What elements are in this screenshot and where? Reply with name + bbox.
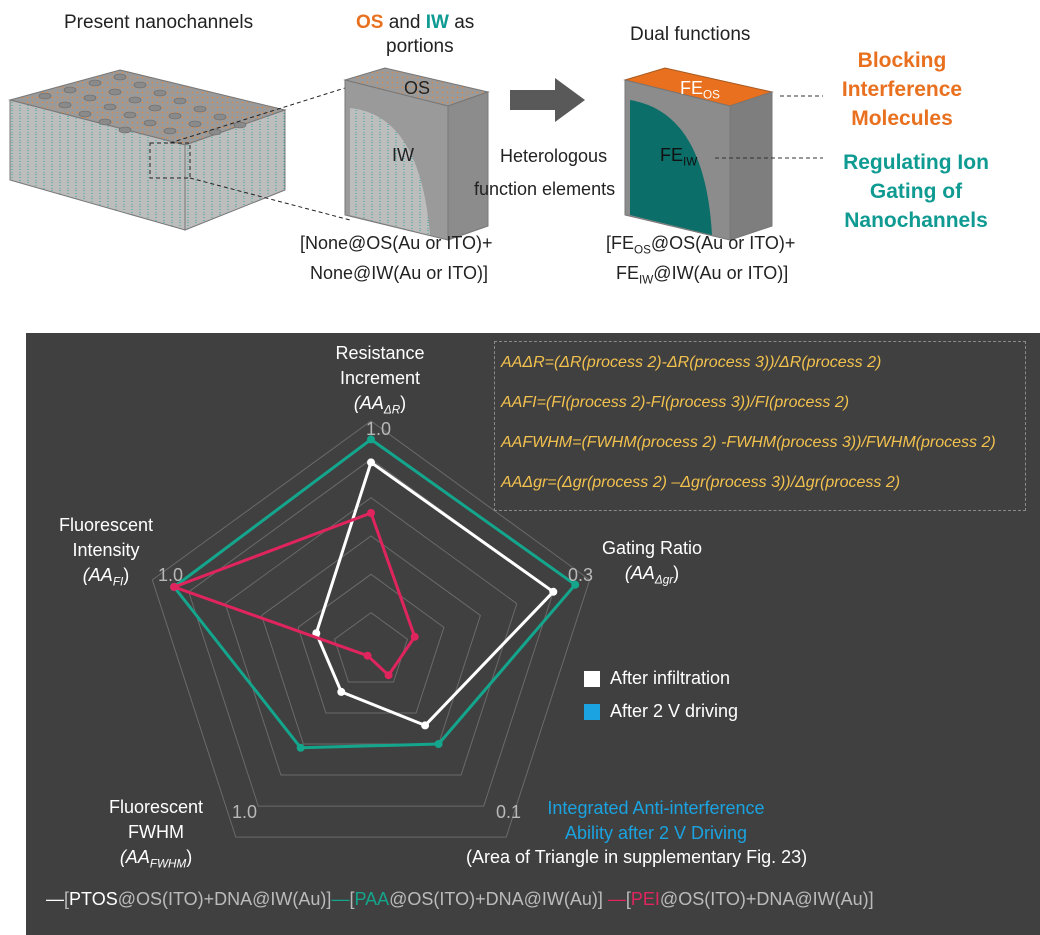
radar-point-paa xyxy=(367,435,375,444)
axis-label-fwhm: Fluorescent FWHM (AAFWHM) xyxy=(108,797,204,871)
legend-after-driving: After 2 V driving xyxy=(610,701,739,721)
radar-point-pei xyxy=(410,632,419,641)
series-mark-paa: — xyxy=(331,889,350,909)
radar-point-ptos xyxy=(549,587,558,596)
porous-membrane xyxy=(8,69,287,231)
formula-resistance: AAΔR=(ΔR(process 2)-ΔR(process 3))/ΔR(pr… xyxy=(501,354,882,371)
formula-fwhm: AAFWHM=(FWHM(process 2) -FWHM(process 3)… xyxy=(501,434,996,451)
radar-point-paa xyxy=(434,740,443,748)
radar-ring xyxy=(333,612,409,683)
axis-label-gating: Gating Ratio (AAΔgr) xyxy=(601,538,703,587)
radar-series-ptos xyxy=(314,460,555,727)
max-label-right: 0.3 xyxy=(568,565,594,585)
axis-label-intensity: Fluorescent Intensity (AAFI) xyxy=(58,515,154,589)
axis-label-resistance: Resistance Increment (AAΔR) xyxy=(335,343,425,417)
formula-gating: AAΔgr=(Δgr(process 2) –Δgr(process 3))/Δ… xyxy=(501,474,901,491)
series-mark-pei: — xyxy=(607,889,626,909)
max-label-top: 1.0 xyxy=(366,419,392,439)
radar-series-pei xyxy=(172,511,417,677)
integrated-note: (Area of Triangle in supplementary Fig. … xyxy=(466,847,808,867)
bracket-right-line1: [FEOS@OS(Au or ITO)+ xyxy=(606,233,796,257)
legend-swatch-blue xyxy=(584,704,600,720)
radar-point-paa xyxy=(571,580,580,589)
radar-point-pei xyxy=(363,651,372,660)
radar-chart xyxy=(151,420,591,838)
radar-ring xyxy=(224,497,518,776)
series-legend: —[PTOS@OS(ITO)+DNA@IW(Au)]—[PAA@OS(ITO)+… xyxy=(46,889,874,909)
radar-point-ptos xyxy=(367,458,375,467)
radar-point-paa xyxy=(296,743,305,752)
max-label-left: 1.0 xyxy=(158,565,184,585)
radar-ring xyxy=(261,535,481,745)
bracket-left-line2: None@IW(Au or ITO)] xyxy=(310,263,488,283)
fe-iw-label: FEIW xyxy=(660,145,698,169)
cube-functionalized xyxy=(623,67,774,241)
cube-iw-label: IW xyxy=(392,145,414,165)
radar-ring xyxy=(151,420,591,838)
series-mark-ptos: — xyxy=(46,889,64,909)
formula-intensity: AAFI=(FI(process 2)-FI(process 3))/FI(pr… xyxy=(501,394,850,411)
formula-box: AAΔR=(ΔR(process 2)-ΔR(process 3))/ΔR(pr… xyxy=(494,341,1026,511)
series-name-ptos: PTOS xyxy=(69,889,118,909)
label-os: OS xyxy=(356,12,384,33)
radar-point-ptos xyxy=(421,721,430,730)
radar-ring xyxy=(297,573,445,714)
label-iw: IW xyxy=(425,12,449,33)
cube-os-label: OS xyxy=(404,78,431,98)
label-function-elements: function elements xyxy=(474,179,616,199)
schematic-drawing xyxy=(8,67,823,241)
label-heterologous: Heterologous xyxy=(500,146,608,166)
radar-point-ptos xyxy=(337,687,346,696)
label-portions: portions xyxy=(386,36,454,57)
process-arrow xyxy=(510,78,585,122)
label-dual-functions: Dual functions xyxy=(630,24,751,45)
label-present-nanochannels: Present nanochannels xyxy=(64,12,254,33)
series-name-pei: PEI xyxy=(630,889,660,909)
max-label-bottom-left: 1.0 xyxy=(232,802,258,822)
legend-after-infiltration: After infiltration xyxy=(610,668,731,688)
series-name-paa: PAA xyxy=(354,889,390,909)
fe-os-label: FEOS xyxy=(680,78,720,102)
bracket-right-line2: FEIW@IW(Au or ITO)] xyxy=(616,263,789,287)
radar-panel: Resistance Increment (AAΔR) 1.0 Gating R… xyxy=(26,333,1040,935)
bracket-left-line1: [None@OS(Au or ITO)+ xyxy=(300,233,493,253)
radar-point-pei xyxy=(367,509,375,517)
integrated-ability-label: Integrated Anti-interference Ability aft… xyxy=(547,798,765,843)
radar-series xyxy=(170,435,580,752)
radar-point-pei xyxy=(384,671,393,680)
radar-series-paa xyxy=(172,437,577,750)
radar-point-pei xyxy=(170,583,179,591)
cube-plain xyxy=(343,67,490,241)
legend-swatch-white xyxy=(584,671,600,687)
max-label-bottom-right: 0.1 xyxy=(496,802,522,822)
